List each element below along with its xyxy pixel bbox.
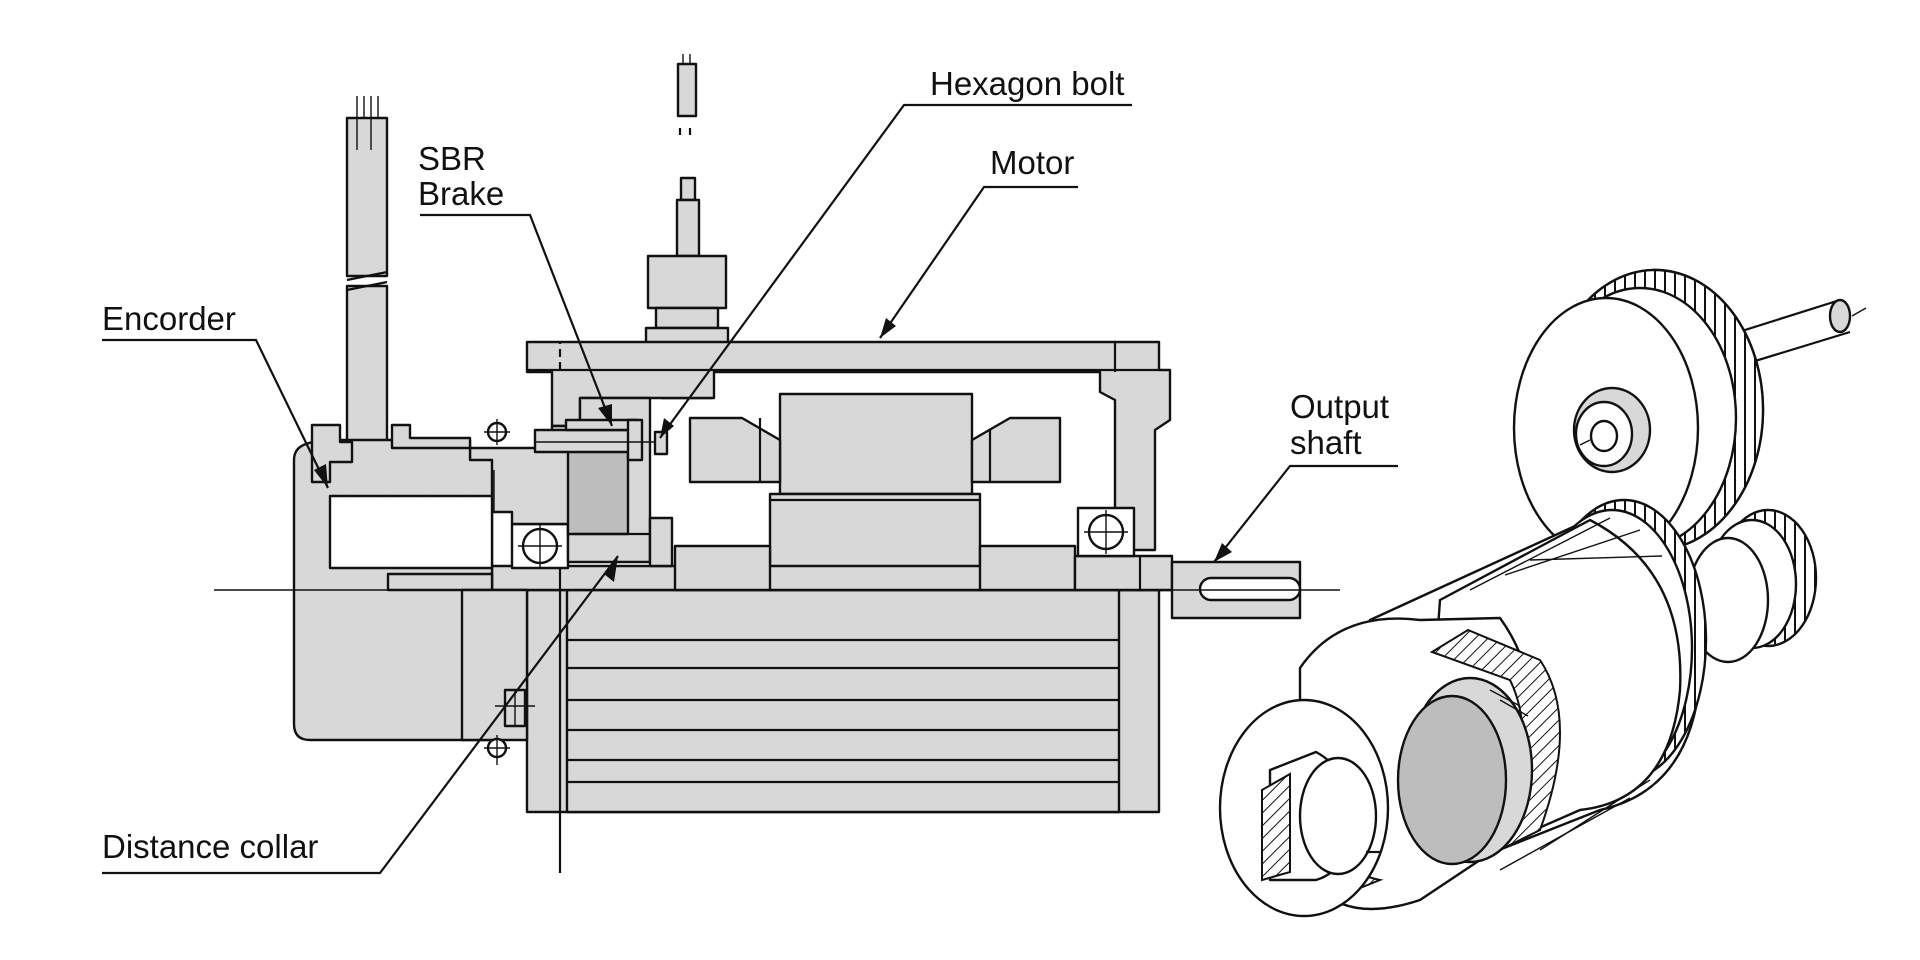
arrow-motor <box>880 318 896 338</box>
arrow-hexagon-bolt <box>660 418 674 438</box>
motor-cylinder <box>1218 498 1708 918</box>
gear-disc <box>1512 268 1867 560</box>
label-output-line2: shaft <box>1290 424 1362 461</box>
motor-housing <box>525 340 1172 814</box>
encoder-cable <box>345 96 389 484</box>
bearing-rear <box>510 522 570 570</box>
arrow-output-shaft <box>1214 543 1232 562</box>
leader-encorder <box>102 338 329 489</box>
label-output-line1: Output <box>1290 388 1389 425</box>
labels: Hexagon bolt SBR Brake Motor Encorder Ou… <box>102 65 1389 865</box>
label-distance-collar: Distance collar <box>102 828 318 865</box>
arrow-sbr-brake <box>598 404 612 426</box>
leader-motor <box>879 185 1078 339</box>
motor-cross-section <box>214 54 1340 814</box>
bearing-front <box>1076 506 1136 558</box>
rear-pulley <box>1686 508 1818 664</box>
label-encorder: Encorder <box>102 300 236 337</box>
label-sbr-line1: SBR <box>418 140 486 177</box>
leader-output-shaft <box>1213 464 1398 563</box>
leader-hexagon-bolt <box>659 103 1132 439</box>
sbr-brake-assembly <box>468 396 674 568</box>
shaft-assembly <box>490 544 1174 592</box>
label-sbr-line2: Brake <box>418 175 504 212</box>
leader-lines <box>102 103 1398 875</box>
cutaway-perspective <box>1218 268 1867 918</box>
leader-distance-collar <box>102 555 619 875</box>
arrow-encorder <box>314 464 328 488</box>
label-motor: Motor <box>990 144 1074 181</box>
label-hexagon-bolt: Hexagon bolt <box>930 65 1124 102</box>
arrow-distance-collar <box>604 556 618 582</box>
leader-sbr-brake <box>420 213 614 427</box>
